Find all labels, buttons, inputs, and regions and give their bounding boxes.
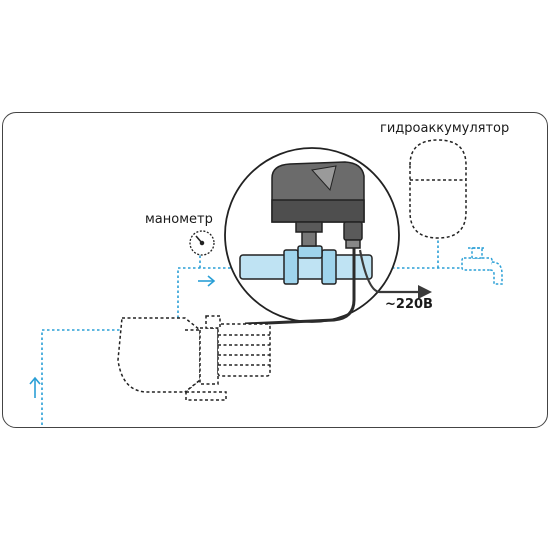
- voltage-label: ~220В: [385, 297, 433, 312]
- discharge-line: [177, 238, 471, 318]
- suction-line: [41, 329, 120, 425]
- power-cable: [244, 248, 356, 326]
- suction-pipe: [41, 329, 120, 425]
- pressure-switch-icon: [271, 161, 365, 249]
- flow-arrow-icon: [198, 275, 216, 287]
- water-pipe: [239, 245, 373, 285]
- pump-icon: [117, 315, 271, 401]
- accumulator-tank-icon: [409, 139, 467, 239]
- manometer-label: манометр: [145, 212, 213, 227]
- voltage-arrow-icon: [358, 249, 432, 299]
- faucet-icon: [461, 247, 503, 285]
- accumulator-label: гидроаккумулятор: [380, 121, 510, 136]
- manometer-icon: [189, 230, 215, 256]
- suction-arrow-icon: [29, 376, 41, 398]
